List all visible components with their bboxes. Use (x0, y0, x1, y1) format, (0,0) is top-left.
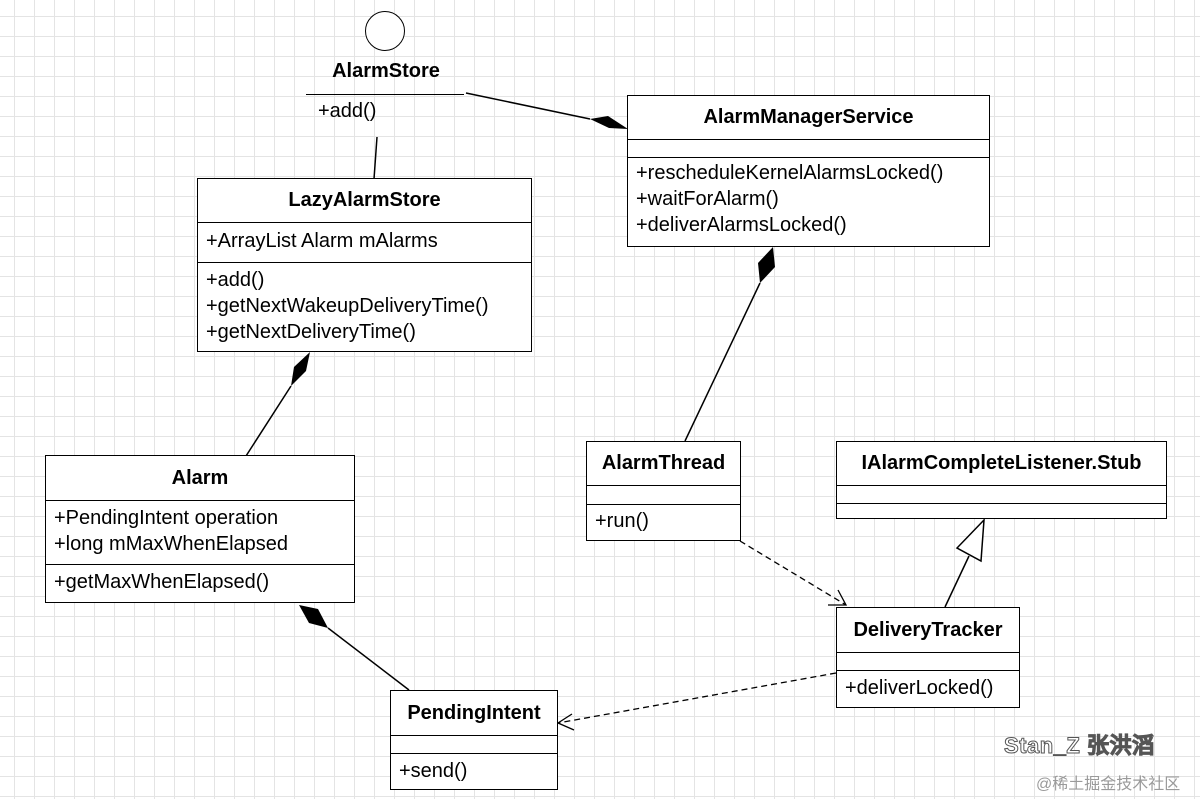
edge-alarmstore-lazyalarmstore (373, 136, 378, 180)
edge-deliverytracker-stub (944, 555, 970, 608)
methods-section: +rescheduleKernelAlarmsLocked() +waitFor… (628, 158, 989, 240)
interface-divider (306, 94, 464, 95)
attributes-section (628, 140, 989, 158)
class-name: IAlarmCompleteListener.Stub (837, 442, 1166, 486)
class-name: PendingIntent (391, 691, 557, 736)
methods-section: +run() (587, 505, 740, 536)
edge-alarmmanagerservice-alarmthread (684, 282, 761, 442)
methods-section: +send() (391, 754, 557, 786)
class-deliverytracker: DeliveryTracker +deliverLocked() (836, 607, 1020, 708)
methods-section: +add() +getNextWakeupDeliveryTime() +get… (198, 263, 531, 347)
methods-section: +deliverLocked() (837, 671, 1019, 703)
composition-diamond (291, 352, 310, 386)
attribute: +ArrayList Alarm mAlarms (206, 230, 438, 252)
attribute: +PendingIntent operation (54, 507, 279, 529)
interface-method: +add() (318, 100, 377, 122)
dependency-arrowhead (556, 713, 575, 731)
dependency-arrowhead (828, 589, 848, 606)
attributes-section (391, 736, 557, 754)
method: +getNextWakeupDeliveryTime() (206, 295, 489, 317)
attributes-section (837, 653, 1019, 671)
watermark-author: Stan_Z 张洪滔 (1003, 733, 1155, 759)
edge-deliverytracker-pendingintent (557, 672, 837, 724)
class-lazyalarmstore: LazyAlarmStore +ArrayList Alarm mAlarms … (197, 178, 532, 352)
attributes-section: +ArrayList Alarm mAlarms (198, 223, 531, 263)
method: +deliverLocked() (845, 677, 994, 699)
methods-section (837, 504, 1166, 518)
method: +add() (206, 269, 265, 291)
method: +send() (399, 760, 468, 782)
edge-alarmstore-alarmmanagerservice (465, 92, 591, 120)
interface-lollipop-icon (365, 11, 405, 51)
attributes-section (837, 486, 1166, 504)
methods-section: +getMaxWhenElapsed() (46, 565, 354, 597)
method: +run() (595, 510, 649, 532)
edge-lazyalarmstore-alarm (245, 385, 292, 457)
class-alarmmanagerservice: AlarmManagerService +rescheduleKernelAla… (627, 95, 990, 247)
attributes-section (587, 486, 740, 505)
watermark-source: @稀土掘金技术社区 (1036, 776, 1181, 793)
class-alarm: Alarm +PendingIntent operation +long mMa… (45, 455, 355, 603)
interface-alarmstore-name: AlarmStore (332, 60, 440, 82)
class-name: LazyAlarmStore (198, 179, 531, 223)
edge-alarm-pendingintent (327, 627, 410, 691)
class-name: AlarmThread (587, 442, 740, 486)
attributes-section: +PendingIntent operation +long mMaxWhenE… (46, 501, 354, 565)
class-name: DeliveryTracker (837, 608, 1019, 653)
generalization-triangle (955, 517, 985, 563)
method: +rescheduleKernelAlarmsLocked() (636, 162, 944, 184)
composition-diamond (590, 116, 628, 129)
method: +waitForAlarm() (636, 188, 779, 210)
class-pendingintent: PendingIntent +send() (390, 690, 558, 790)
composition-diamond (758, 247, 775, 283)
method: +deliverAlarmsLocked() (636, 214, 847, 236)
edge-alarmthread-deliverytracker (739, 540, 847, 606)
class-ialarmcompletelistener-stub: IAlarmCompleteListener.Stub (836, 441, 1167, 519)
method: +getNextDeliveryTime() (206, 321, 416, 343)
composition-diamond (299, 605, 328, 628)
method: +getMaxWhenElapsed() (54, 571, 270, 593)
attribute: +long mMaxWhenElapsed (54, 533, 289, 555)
class-name: Alarm (46, 456, 354, 501)
class-alarmthread: AlarmThread +run() (586, 441, 741, 541)
class-name: AlarmManagerService (628, 96, 989, 140)
